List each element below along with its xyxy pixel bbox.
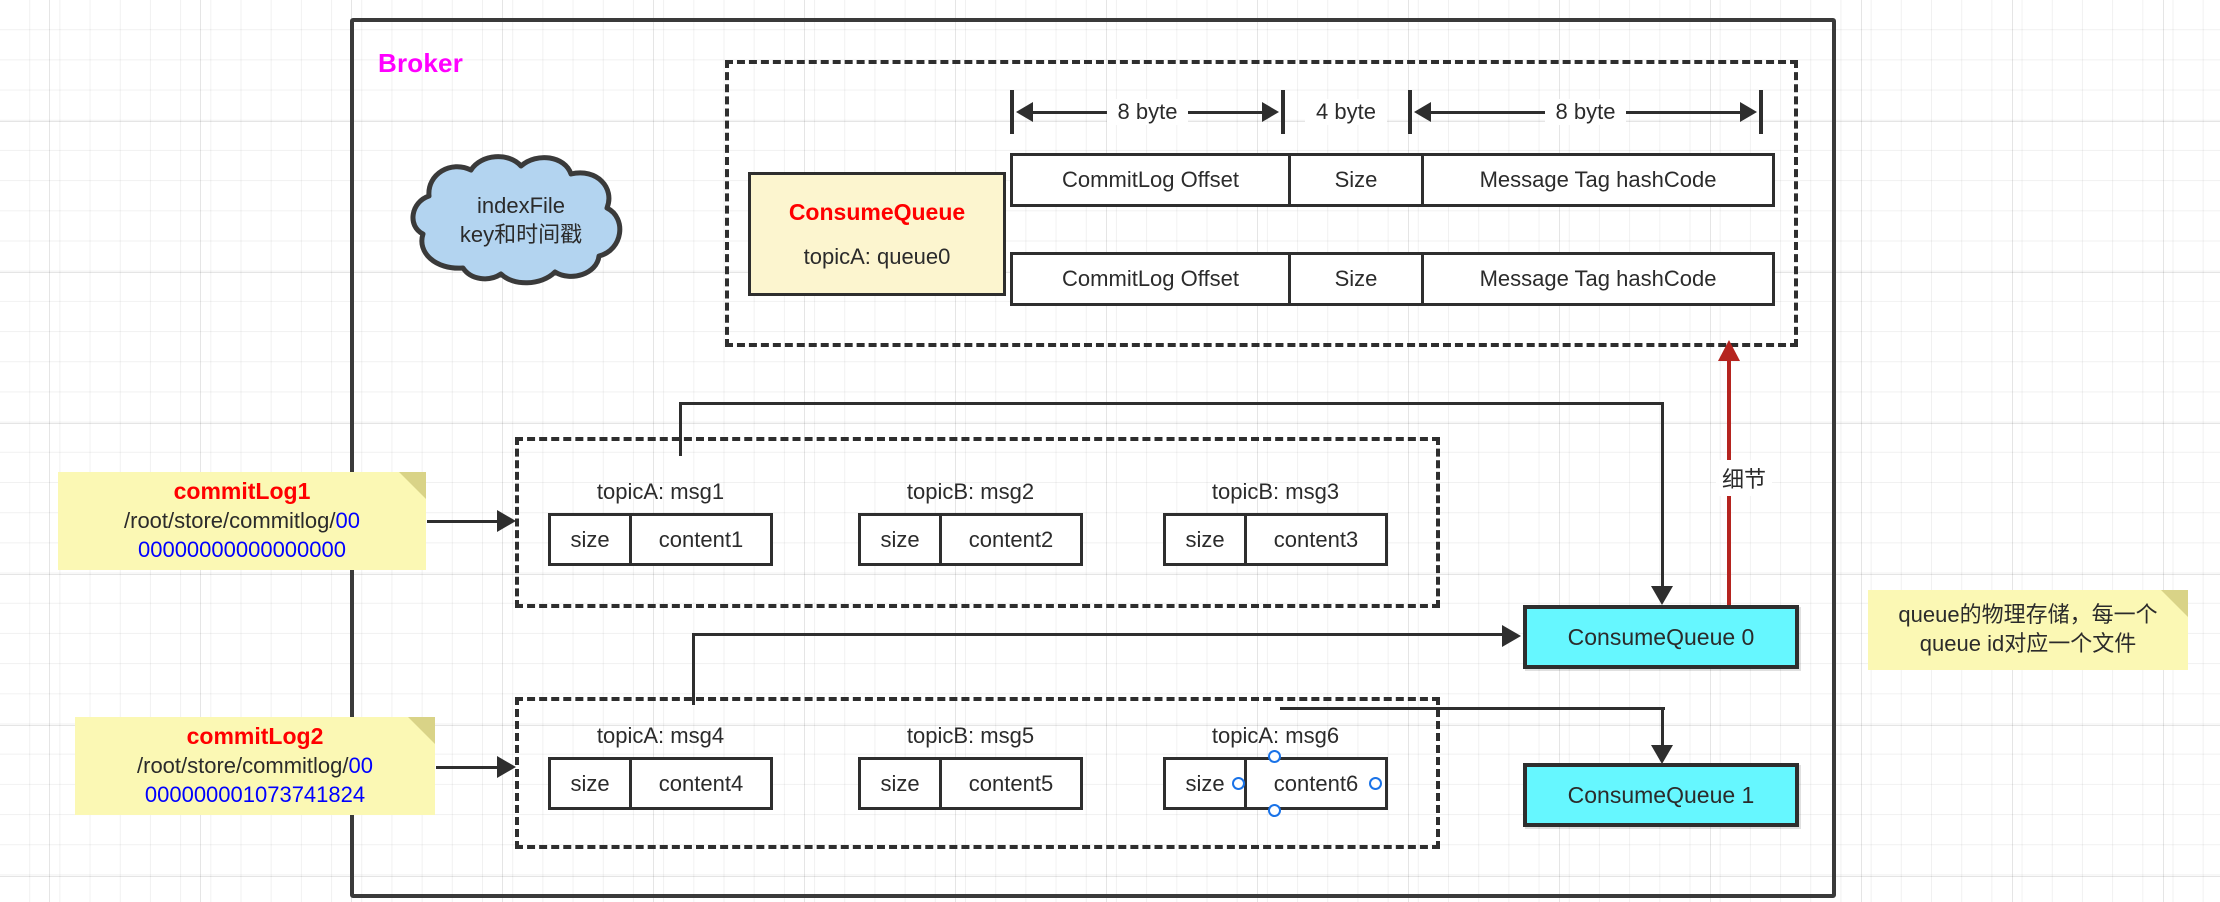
- message-content-cell: content5: [939, 757, 1083, 810]
- broker-container: [350, 18, 1836, 898]
- consumequeue-0-label: ConsumeQueue 0: [1567, 623, 1755, 650]
- indexfile-cloud[interactable]: indexFile key和时间戳: [405, 152, 637, 288]
- connector-note1-arrowhead: [497, 510, 516, 532]
- connector-msg6-arrowhead: [1651, 745, 1673, 764]
- connector-note2-arrowhead: [497, 756, 516, 778]
- consumequeue-1-label: ConsumeQueue 1: [1567, 781, 1755, 808]
- connector-msg1-vertical-up: [679, 402, 682, 456]
- connector-msg1-horizontal: [679, 402, 1664, 405]
- commitlog2-note[interactable]: commitLog2 /root/store/commitlog/00 0000…: [75, 717, 435, 815]
- consumequeue-detail-region: [725, 60, 1798, 347]
- message-box: size content5: [858, 757, 1083, 810]
- commitlog1-note-title: commitLog1: [173, 478, 311, 505]
- commitlog2-note-path: /root/store/commitlog/: [137, 753, 349, 779]
- commitlog2-region: [515, 697, 1440, 849]
- connector-log1-vertical: [692, 633, 695, 705]
- message-group-msg3[interactable]: topicB: msg3 size content3: [1163, 479, 1388, 566]
- message-content-cell: content6: [1244, 757, 1388, 810]
- ruler-label-0: 8 byte: [1106, 99, 1189, 125]
- connector-msg6-horizontal: [1280, 707, 1665, 710]
- message-box: size content4: [548, 757, 773, 810]
- queue-note-line-1: queue的物理存储，每一个: [1898, 602, 2158, 628]
- note-dogear-icon: [399, 472, 426, 499]
- message-size-cell: size: [1163, 757, 1247, 810]
- detail-arrow-head: [1718, 340, 1740, 361]
- consumequeue-0-box[interactable]: ConsumeQueue 0: [1523, 605, 1799, 669]
- cell-commitlog-offset: CommitLog Offset: [1010, 252, 1291, 306]
- cell-message-tag-hashcode: Message Tag hashCode: [1421, 252, 1775, 306]
- message-box: size content1: [548, 513, 773, 566]
- connector-log1-arrowhead: [1502, 625, 1521, 647]
- message-size-cell: size: [548, 513, 632, 566]
- message-size-cell: size: [1163, 513, 1247, 566]
- message-box: size content3: [1163, 513, 1388, 566]
- commitlog1-note-path: /root/store/commitlog/: [124, 508, 336, 534]
- commitlog1-note[interactable]: commitLog1 /root/store/commitlog/00 0000…: [58, 472, 426, 570]
- ruler-label-2: 8 byte: [1544, 99, 1627, 125]
- commitlog1-region: [515, 437, 1440, 608]
- message-group-msg2[interactable]: topicB: msg2 size content2: [858, 479, 1083, 566]
- commitlog2-note-title: commitLog2: [186, 723, 324, 750]
- selection-handle-left[interactable]: [1232, 777, 1245, 790]
- message-group-msg5[interactable]: topicB: msg5 size content5: [858, 723, 1083, 810]
- queue-note-line-2: queue id对应一个文件: [1919, 631, 2137, 656]
- message-content-cell: content3: [1244, 513, 1388, 566]
- cell-message-tag-hashcode: Message Tag hashCode: [1421, 153, 1775, 207]
- consumequeue-label-box[interactable]: ConsumeQueue topicA: queue0: [748, 172, 1006, 296]
- message-size-cell: size: [858, 757, 942, 810]
- byte-ruler: 8 byte 4 byte 8 byte: [1010, 86, 1763, 138]
- commitlog1-note-id-head: 00: [335, 508, 360, 534]
- consumequeue-record-row-1[interactable]: CommitLog Offset Size Message Tag hashCo…: [1010, 153, 1775, 207]
- ruler-segment-8byte-tag: 8 byte: [1408, 86, 1763, 138]
- message-caption: topicA: msg1: [596, 479, 725, 504]
- connector-msg1-arrowhead: [1651, 586, 1673, 605]
- message-content-cell: content2: [939, 513, 1083, 566]
- connector-msg6-vertical: [1661, 707, 1664, 747]
- message-caption: topicB: msg3: [1211, 479, 1340, 504]
- connector-note1-line: [427, 520, 499, 523]
- consumequeue-record-row-2[interactable]: CommitLog Offset Size Message Tag hashCo…: [1010, 252, 1775, 306]
- message-content-cell: content4: [629, 757, 773, 810]
- commitlog1-note-id-tail: 00000000000000000: [137, 536, 346, 562]
- message-content-cell: content1: [629, 513, 773, 566]
- message-group-msg6[interactable]: topicA: msg6 size content6: [1163, 723, 1388, 817]
- broker-title: Broker: [378, 48, 464, 78]
- selection-handle-bottom[interactable]: [1268, 804, 1281, 817]
- cloud-shape: [410, 154, 623, 286]
- consumequeue-label-subtitle: topicA: queue0: [803, 243, 951, 269]
- detail-arrow-label: 细节: [1716, 460, 1773, 496]
- message-size-cell: size: [548, 757, 632, 810]
- consumequeue-1-box[interactable]: ConsumeQueue 1: [1523, 763, 1799, 827]
- message-size-cell: size: [858, 513, 942, 566]
- message-group-msg1[interactable]: topicA: msg1 size content1: [548, 479, 773, 566]
- cell-size: Size: [1288, 153, 1424, 207]
- cell-commitlog-offset: CommitLog Offset: [1010, 153, 1291, 207]
- connector-msg1-vertical-down: [1661, 402, 1664, 588]
- message-box: size content2: [858, 513, 1083, 566]
- commitlog2-note-path-line: /root/store/commitlog/00: [137, 752, 373, 781]
- connector-log1-horizontal: [692, 633, 1504, 636]
- message-caption: topicA: msg4: [596, 723, 725, 748]
- selection-handle-top[interactable]: [1268, 750, 1281, 763]
- message-caption: topicB: msg2: [906, 479, 1035, 504]
- queue-storage-note[interactable]: queue的物理存储，每一个 queue id对应一个文件: [1868, 590, 2188, 670]
- commitlog2-note-id-tail: 000000001073741824: [144, 781, 366, 807]
- selection-handle-right[interactable]: [1369, 777, 1382, 790]
- message-caption: topicA: msg6: [1211, 723, 1340, 748]
- commitlog2-note-id-head: 00: [348, 753, 373, 779]
- commitlog1-note-path-line: /root/store/commitlog/00: [124, 507, 360, 536]
- message-box-selected: size content6: [1163, 750, 1388, 817]
- note-dogear-icon: [408, 717, 435, 744]
- cell-size: Size: [1288, 252, 1424, 306]
- message-group-msg4[interactable]: topicA: msg4 size content4: [548, 723, 773, 810]
- ruler-segment-4byte-size: 4 byte: [1281, 86, 1411, 138]
- connector-note2-line: [436, 766, 499, 769]
- note-dogear-icon: [2161, 590, 2188, 617]
- ruler-segment-8byte-offset: 8 byte: [1010, 86, 1285, 138]
- consumequeue-label-title: ConsumeQueue: [788, 198, 966, 225]
- ruler-label-1: 4 byte: [1305, 99, 1387, 125]
- message-caption: topicB: msg5: [906, 723, 1035, 748]
